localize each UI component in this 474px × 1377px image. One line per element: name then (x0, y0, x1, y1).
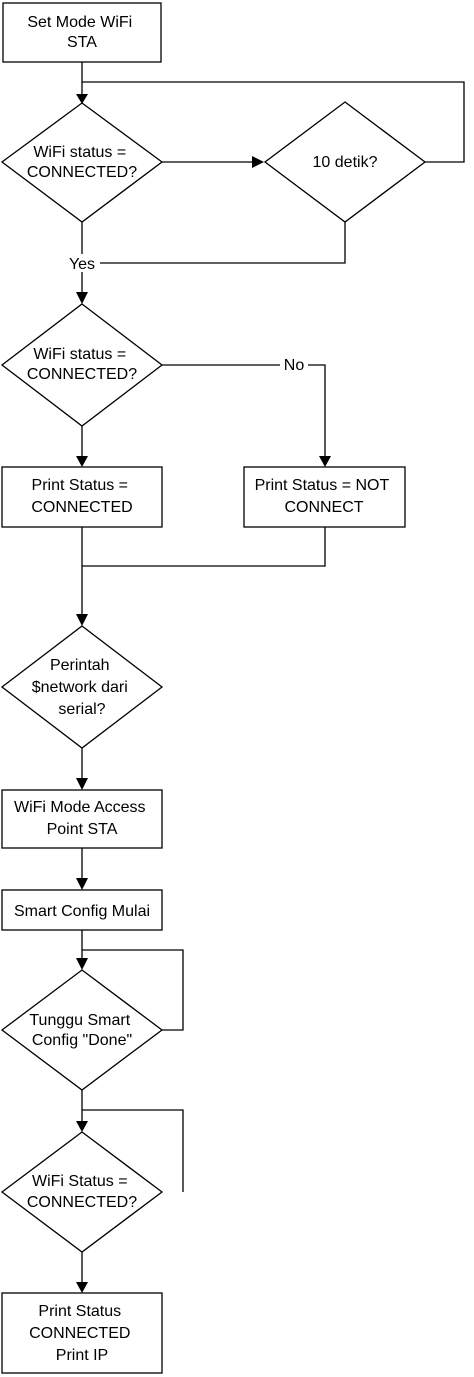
decision-wifi-status-3: WiFi Status = CONNECTED? (0, 1131, 164, 1253)
connectors (76, 62, 465, 1293)
edge-label-yes: Yes (64, 254, 100, 273)
arrowhead (76, 958, 88, 970)
connector-wait-loop (82, 949, 184, 1031)
node-text: Print Status CONNECTED Print IP (29, 1303, 135, 1364)
edge-label-text: Yes (69, 256, 95, 273)
node-text: Perintah $network dari serial? (32, 657, 133, 718)
arrowhead (76, 778, 88, 790)
arrowhead (252, 156, 264, 168)
arrowhead (76, 292, 88, 304)
arrowhead (76, 614, 88, 626)
connector-timeout-to-yes (82, 222, 346, 264)
connector-check-3-loop (82, 1109, 184, 1192)
node-text: WiFi Mode Access Point STA (14, 799, 150, 838)
decision-tunggu-smart-config: Tunggu Smart Config "Done" (0, 969, 164, 1091)
connector-timeout-loop-back (82, 81, 465, 163)
node-text: WiFi Status = CONNECTED? (27, 1173, 137, 1211)
connector-print-not-connect-merge (82, 527, 326, 567)
node-text: Set Mode WiFi STA (27, 14, 136, 51)
node-text: Print Status = NOT CONNECT (255, 477, 394, 516)
node-text: WiFi status = CONNECTED? (27, 346, 137, 383)
decision-wifi-status-2: WiFi status = CONNECTED? (0, 303, 164, 427)
arrowhead (76, 878, 88, 890)
node-text: Tunggu Smart Config "Done" (29, 1012, 134, 1049)
node-text: Print Status = CONNECTED (31, 477, 132, 516)
decision-timeout-10-detik: 10 detik? (263, 101, 427, 223)
node-text: Smart Config Mulai (14, 903, 150, 920)
arrowhead (319, 456, 331, 467)
process-smart-config-mulai: Smart Config Mulai (1, 889, 163, 931)
arrowhead (76, 94, 88, 104)
arrowhead (76, 1282, 88, 1293)
node-text: 10 detik? (313, 154, 378, 171)
process-print-connected: Print Status = CONNECTED (1, 466, 163, 528)
edge-label-text: No (284, 357, 305, 374)
process-print-not-connect: Print Status = NOT CONNECT (243, 466, 406, 528)
process-wifi-mode-ap: WiFi Mode Access Point STA (1, 789, 163, 849)
arrowhead (76, 1121, 88, 1132)
node-text: WiFi status = CONNECTED? (27, 144, 137, 181)
decision-network-command: Perintah $network dari serial? (0, 625, 164, 749)
process-set-mode-wifi: Set Mode WiFi STA (2, 2, 162, 63)
process-print-ip: Print Status CONNECTED Print IP (1, 1292, 163, 1374)
edge-label-no: No (280, 356, 308, 374)
arrowhead (76, 456, 88, 467)
connector-check-2-to-print-not-connect (162, 364, 326, 456)
decision-wifi-status-1: WiFi status = CONNECTED? (0, 102, 164, 223)
